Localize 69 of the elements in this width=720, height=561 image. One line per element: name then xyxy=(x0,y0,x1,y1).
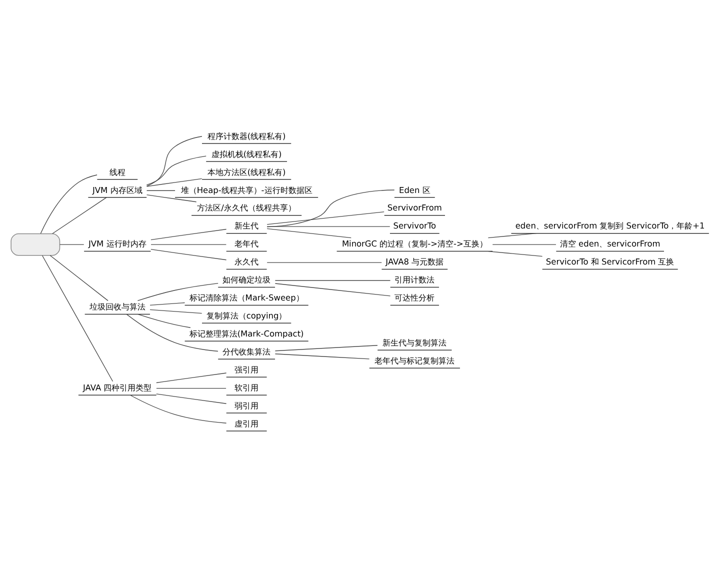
connector xyxy=(156,372,227,384)
connector xyxy=(156,394,227,404)
node-text: 复制算法（copying） xyxy=(206,310,287,321)
connector xyxy=(146,190,176,191)
connector xyxy=(146,156,206,186)
connector xyxy=(40,174,98,234)
connector xyxy=(150,244,226,245)
connector xyxy=(274,345,378,352)
connector xyxy=(274,354,370,360)
node-text: 垃圾回收与算法 xyxy=(89,302,146,312)
connector xyxy=(266,190,395,228)
node-text: 清空 eden、servicorFrom xyxy=(560,238,660,249)
node-text: 老年代与标记复制算法 xyxy=(374,355,455,366)
connector xyxy=(150,302,186,306)
node-text: JVM 运行时内存 xyxy=(88,238,146,249)
connector xyxy=(42,255,114,382)
connector xyxy=(492,244,556,245)
node-text: eden、servicorFrom 复制到 ServicorTo，年龄+1 xyxy=(515,220,705,231)
node-text: 新生代与复制算法 xyxy=(382,337,447,348)
node-text: 老年代 xyxy=(234,238,259,249)
connector xyxy=(60,244,84,245)
connector xyxy=(266,262,382,263)
node-text: 引用计数法 xyxy=(394,274,435,285)
connector xyxy=(150,228,227,240)
connector xyxy=(150,249,227,260)
node-text: 虚引用 xyxy=(234,418,259,428)
connector xyxy=(266,212,384,225)
node-text: ServivorFrom xyxy=(387,202,442,213)
node-text: 标记整理算法(Mark-Compact) xyxy=(189,328,304,339)
node-text: 新生代 xyxy=(234,220,259,231)
node-text: Eden 区 xyxy=(399,184,430,195)
connector xyxy=(146,178,202,187)
connector xyxy=(137,314,191,328)
node-text: JAVA8 与元数据 xyxy=(386,256,444,267)
connector xyxy=(274,283,391,296)
node-text: 如何确定垃圾 xyxy=(222,274,271,285)
connector xyxy=(266,226,390,227)
connector xyxy=(488,233,537,238)
node-text: 软引用 xyxy=(234,382,259,392)
connector xyxy=(52,197,107,234)
node-text: 本地方法区(线程私有) xyxy=(207,166,286,177)
node-text: 永久代 xyxy=(234,256,259,267)
connector xyxy=(156,388,226,389)
node-box xyxy=(10,233,60,256)
connector xyxy=(266,228,352,238)
node-text: MinorGC 的过程（复制->清空->互换） xyxy=(342,238,488,249)
node-text: ServicorTo 和 ServicorFrom 互换 xyxy=(546,256,674,267)
node-text: 线程 xyxy=(109,166,126,177)
connector xyxy=(126,314,218,352)
node-text: 强引用 xyxy=(234,364,259,374)
node-text: JAVA 四种引用类型 xyxy=(83,382,152,392)
connector xyxy=(274,280,391,281)
node-text: 程序计数器(线程私有) xyxy=(207,130,286,141)
node-text: ServivorTo xyxy=(393,220,436,231)
node-text: 标记清除算法（Mark-Sweep） xyxy=(189,292,304,303)
node-text: 弱引用 xyxy=(234,400,259,410)
node-text: 分代收集算法 xyxy=(222,346,271,356)
connector xyxy=(130,394,227,424)
node-text: 堆（Heap-线程共享）-运行时数据区 xyxy=(180,184,312,195)
connector xyxy=(50,255,108,302)
node-text: 可达性分析 xyxy=(394,292,435,303)
connector xyxy=(488,250,543,257)
connector xyxy=(150,309,202,314)
node-text: JVM 内存区域 xyxy=(92,184,142,195)
node-text: 虚拟机栈(线程私有) xyxy=(211,148,282,159)
connector xyxy=(146,136,202,187)
connector xyxy=(137,282,218,302)
connector xyxy=(146,194,197,202)
node-text: 方法区/永久代（线程共享） xyxy=(197,202,296,213)
